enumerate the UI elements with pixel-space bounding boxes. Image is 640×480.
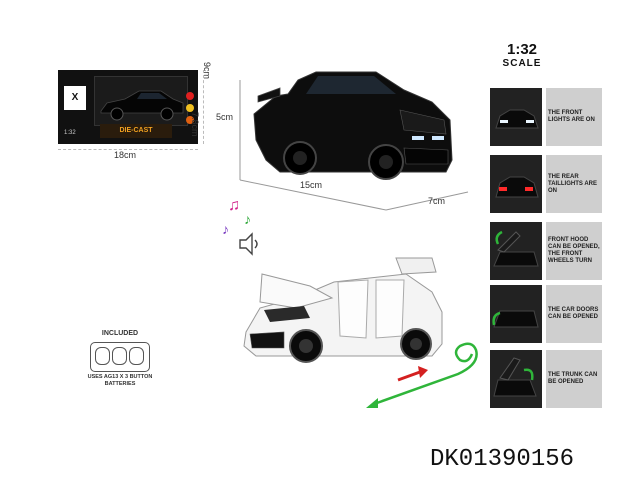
scale-value: 1:32: [506, 41, 538, 58]
feature-photo-trunk: [490, 350, 542, 408]
feature-text-rear-lights: THE REAR TAILLIGHTS ARE ON: [546, 155, 602, 213]
open-front-door: [337, 279, 369, 339]
feature-photo-doors: [490, 285, 542, 343]
black-car-image: [239, 71, 469, 211]
package-brand-label: DIE-CAST: [100, 124, 172, 138]
white-car-image: [243, 257, 443, 363]
open-rear-door: [375, 279, 405, 339]
feature-text-doors: THE CAR DOORS CAN BE OPENED: [546, 285, 602, 343]
motion-arrows: [366, 342, 478, 408]
red-forward-arrow-icon: [397, 366, 428, 382]
battery-icon: [90, 342, 150, 372]
battery-cell-icon: [112, 347, 127, 365]
speaker-icon: [239, 232, 253, 256]
feature-text-trunk: THE TRUNK CAN BE OPENED: [546, 350, 602, 408]
scale-label: SCALE: [502, 58, 542, 69]
battery-cell-icon: [129, 347, 144, 365]
feature-photo-rear-lights: [490, 155, 542, 213]
battery-note: USES AG13 X 3 BUTTON BATTERIES: [87, 374, 153, 387]
packaged-car-image: [100, 90, 184, 121]
package-window: [94, 76, 188, 126]
green-pullback-arrow-icon: [366, 342, 478, 408]
feature-photo-front-hood: [490, 222, 542, 280]
package-light-yellow: [186, 104, 194, 112]
package-light-red: [186, 92, 194, 100]
product-code: DK01390156: [430, 446, 575, 473]
battery-heading: INCLUDED: [101, 330, 139, 337]
battery-panel: INCLUDED USES AG13 X 3 BUTTON BATTERIES: [82, 330, 158, 390]
package-logo: X: [64, 86, 86, 110]
package-height-line: [203, 70, 204, 144]
package-light-orange: [186, 116, 194, 124]
package-width-label: 18cm: [114, 150, 137, 160]
open-hood: [259, 273, 334, 309]
package-depth-label: 9cm: [202, 62, 212, 80]
car-width-label: 7cm: [428, 196, 446, 206]
music-note-icon-purple: ♪: [222, 221, 229, 237]
car-height-label: 5cm: [216, 112, 234, 122]
package-scale-text: 1:32: [64, 130, 76, 136]
feature-photo-front-lights: [490, 88, 542, 146]
package-width-line: [58, 149, 198, 150]
scale-badge: 1:32 SCALE: [482, 41, 562, 70]
car-length-label: 15cm: [300, 180, 323, 190]
package-box: X 1:32 DIE-CAST: [58, 70, 198, 144]
feature-text-front-hood: FRONT HOOD CAN BE OPENED, THE FRONT WHEE…: [546, 222, 602, 280]
battery-cell-icon: [95, 347, 110, 365]
package-height-label: 7.8cm: [190, 112, 200, 137]
sound-feature-icons: ♫ ♪ ♪: [222, 197, 258, 256]
music-note-icon-pink: ♫: [228, 197, 240, 214]
music-note-icon-green: ♪: [244, 211, 251, 227]
feature-text-front-lights: THE FRONT LIGHTS ARE ON: [546, 88, 602, 146]
